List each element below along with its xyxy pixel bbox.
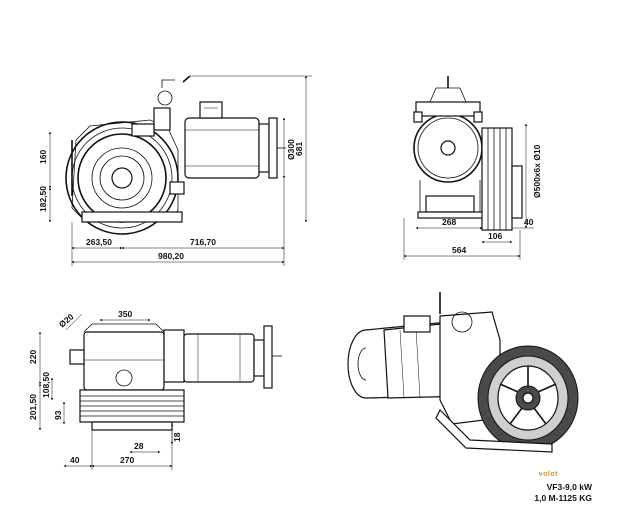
front-view: 160 182,50 263,50 716,70 980,20 Ø300 681 xyxy=(38,75,312,266)
top-dim-18: 18 xyxy=(172,432,182,442)
brand-logo: volot xyxy=(538,471,558,478)
side-dim-106: 106 xyxy=(488,231,502,241)
front-motor xyxy=(184,117,260,179)
top-dim-d20: Ø20 xyxy=(57,311,76,329)
front-dim-d300: Ø300 xyxy=(286,139,296,160)
side-view: 268 106 564 40 Ø500x6x Ø10 xyxy=(403,76,542,260)
side-dim-pulley: Ø500x6x Ø10 xyxy=(532,144,542,198)
top-brake-disc xyxy=(263,325,273,389)
front-terminal-box xyxy=(199,101,223,119)
iso-terminal-box xyxy=(403,315,431,333)
top-view: 350 Ø20 220 201,50 108,50 93 18 28 40 27… xyxy=(28,309,282,470)
top-dim-270: 270 xyxy=(120,455,134,465)
front-gearbox xyxy=(71,119,179,223)
top-dim-93: 93 xyxy=(53,410,63,420)
front-dim-980: 980,20 xyxy=(158,251,184,261)
front-dim-160: 160 xyxy=(38,150,48,164)
side-sheave xyxy=(481,127,513,231)
front-dim-182: 182,50 xyxy=(38,186,48,212)
front-brake-disc xyxy=(268,117,278,179)
side-dim-268: 268 xyxy=(442,217,456,227)
top-dim-201: 201,50 xyxy=(28,394,38,420)
top-dim-108: 108,50 xyxy=(41,372,51,398)
top-dim-40: 40 xyxy=(70,455,80,465)
front-dim-716: 716,70 xyxy=(190,237,216,247)
caption-line-1: VF3-9,0 kW xyxy=(546,482,592,492)
isometric-view xyxy=(347,292,579,453)
caption-line-2: 1,0 M-1125 KG xyxy=(534,493,592,503)
model-caption: VF3-9,0 kW 1,0 M-1125 KG xyxy=(534,482,592,504)
front-dim-681: 681 xyxy=(294,142,304,156)
top-dim-28: 28 xyxy=(134,441,144,451)
side-dim-40: 40 xyxy=(524,217,534,227)
front-dim-263: 263,50 xyxy=(86,237,112,247)
top-gearbox xyxy=(83,331,165,391)
top-dim-220: 220 xyxy=(28,350,38,364)
side-dim-564: 564 xyxy=(452,245,466,255)
top-motor xyxy=(183,333,255,383)
top-dim-350: 350 xyxy=(118,309,132,319)
